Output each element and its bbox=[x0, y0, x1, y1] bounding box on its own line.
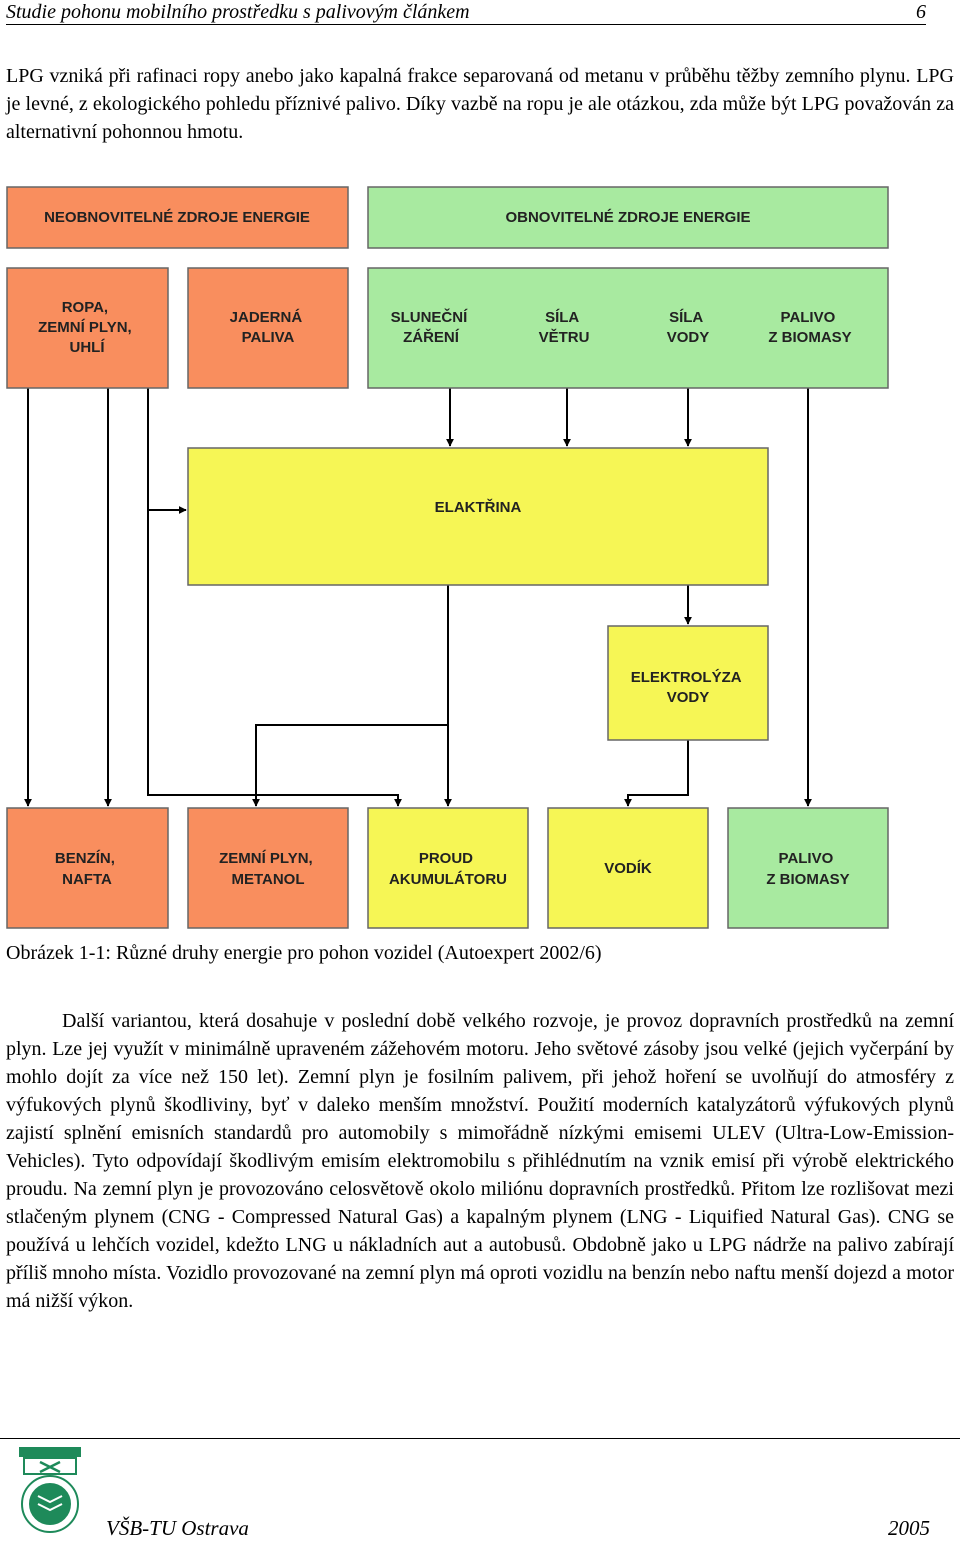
output-petrol-box bbox=[6, 807, 169, 929]
electricity-label: ELAKTŘINA bbox=[435, 498, 522, 516]
source-nuclear-box bbox=[187, 267, 349, 389]
electricity-box bbox=[187, 447, 769, 586]
source-solar-label: SLUNEČNÍ ZÁŘENÍ bbox=[391, 308, 472, 346]
main-paragraph: Další variantou, která dosahuje v posled… bbox=[6, 1010, 954, 1312]
output-biofuel-box bbox=[727, 807, 889, 929]
arrow-oil-to-battery bbox=[147, 388, 402, 807]
arrow-nuclear-to-electricity bbox=[147, 388, 187, 514]
output-hydrogen-label: VODÍK bbox=[604, 860, 652, 877]
footer-institution: VŠB-TU Ostrava bbox=[106, 1516, 249, 1540]
source-oil-box bbox=[6, 267, 169, 389]
electrolysis-box bbox=[607, 625, 769, 741]
source-renewables-box bbox=[367, 267, 889, 389]
output-hydrogen-box bbox=[547, 807, 709, 929]
page-header: Studie pohonu mobilního prostředku s pal… bbox=[6, 0, 926, 25]
category-renewable-label: OBNOVITELNÉ ZDROJE ENERGIE bbox=[505, 209, 750, 226]
category-renewable: OBNOVITELNÉ ZDROJE ENERGIE bbox=[367, 186, 889, 249]
source-oil-label: ROPA, ZEMNÍ PLYN, UHLÍ bbox=[38, 299, 136, 356]
output-gas-box bbox=[187, 807, 349, 929]
footer-divider bbox=[0, 1438, 960, 1439]
figure-caption: Obrázek 1-1: Různé druhy energie pro poh… bbox=[6, 942, 602, 964]
flow-arrows bbox=[24, 388, 812, 807]
source-wind-label: SÍLA VĚTRU bbox=[539, 309, 590, 346]
source-biomass-label: PALIVO Z BIOMASY bbox=[768, 309, 851, 346]
output-biofuel-label: PALIVO Z BIOMASY bbox=[766, 850, 849, 888]
university-logo bbox=[19, 1447, 81, 1533]
arrow-electrolysis-to-hydrogen bbox=[624, 740, 689, 807]
output-battery-label: PROUD AKUMULÁTORU bbox=[389, 850, 507, 888]
electrolysis-label: ELEKTROLÝZA VODY bbox=[631, 668, 745, 706]
intro-paragraph: LPG vzniká při rafinaci ropy anebo jako … bbox=[6, 65, 954, 143]
output-petrol-label: BENZÍN, NAFTA bbox=[55, 850, 119, 888]
arrow-electricity-to-gas-branch bbox=[252, 724, 448, 807]
energy-sources-diagram: NEOBNOVITELNÉ ZDROJE ENERGIE OBNOVITELNÉ… bbox=[6, 186, 889, 929]
output-gas-label: ZEMNÍ PLYN, METANOL bbox=[219, 850, 317, 888]
footer-year: 2005 bbox=[888, 1516, 930, 1540]
source-nuclear-label: JADERNÁ PALIVA bbox=[230, 309, 307, 346]
output-battery-box bbox=[367, 807, 529, 929]
category-nonrenewable: NEOBNOVITELNÉ ZDROJE ENERGIE bbox=[6, 186, 349, 249]
running-title: Studie pohonu mobilního prostředku s pal… bbox=[6, 1, 470, 23]
source-water-label: SÍLA VODY bbox=[667, 309, 710, 346]
page-number: 6 bbox=[916, 1, 926, 23]
category-nonrenewable-label: NEOBNOVITELNÉ ZDROJE ENERGIE bbox=[44, 209, 310, 226]
